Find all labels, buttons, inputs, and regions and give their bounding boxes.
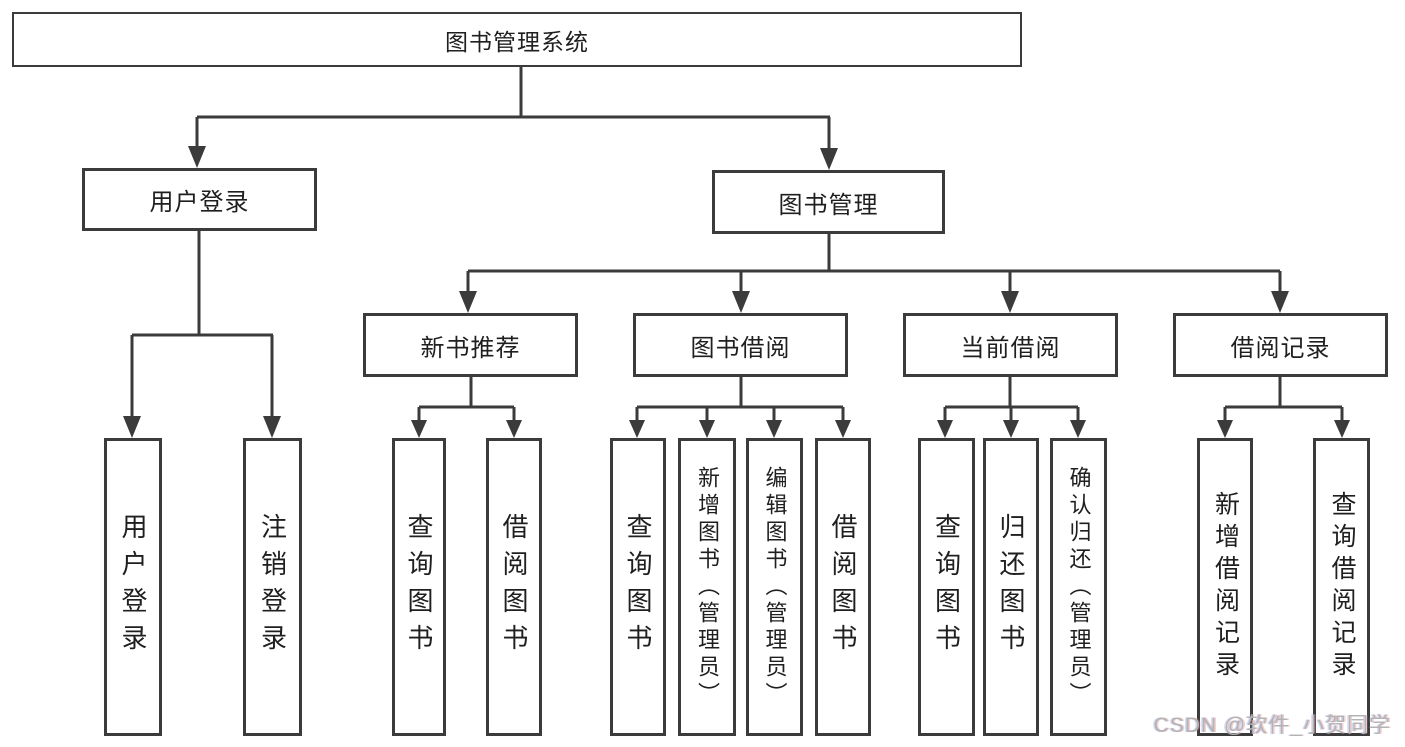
node-new-book-recommend: 新书推荐 — [363, 313, 578, 377]
node-user-login-group: 用户登录 — [82, 168, 317, 231]
node-confirm-return-admin: 确认归还（管理员） — [1050, 438, 1107, 736]
node-label: 编辑图书（管理员） — [762, 465, 788, 709]
node-user-login: 用户登录 — [104, 438, 162, 736]
node-label: 用户登录 — [149, 189, 250, 216]
node-book-borrowing: 图书借阅 — [633, 313, 848, 377]
node-label: 当前借阅 — [960, 334, 1061, 362]
node-label: 借阅图书 — [499, 513, 529, 661]
node-label: 查询图书 — [931, 513, 962, 661]
node-label: 图书管理 — [778, 191, 879, 219]
node-logout: 注销登录 — [243, 438, 302, 736]
node-label: 新增图书（管理员） — [695, 465, 720, 709]
node-borrowing-records: 借阅记录 — [1173, 313, 1388, 377]
node-borrow-books-recommend: 借阅图书 — [486, 438, 542, 736]
node-query-books-borrowing: 查询图书 — [610, 438, 666, 736]
node-label: 图书借阅 — [690, 334, 791, 362]
node-query-borrow-record: 查询借阅记录 — [1313, 438, 1370, 736]
connector-path — [130, 66, 1344, 424]
node-label: 图书管理系统 — [445, 28, 589, 55]
node-label: 注销登录 — [257, 513, 288, 661]
csdn-watermark: CSDN @软件_小贺同学 — [1153, 714, 1391, 737]
node-borrow-books: 借阅图书 — [815, 438, 871, 736]
node-label: 确认归还（管理员） — [1066, 465, 1092, 709]
node-label: 查询图书 — [404, 513, 434, 661]
node-add-book-admin: 新增图书（管理员） — [678, 438, 736, 736]
node-label: 查询借阅记录 — [1328, 491, 1356, 683]
node-edit-book-admin: 编辑图书（管理员） — [746, 438, 803, 736]
arrowheads — [123, 146, 1350, 438]
node-library-system: 图书管理系统 — [12, 12, 1022, 67]
node-label: 借阅记录 — [1230, 334, 1331, 362]
node-return-book: 归还图书 — [983, 438, 1039, 736]
node-label: 新书推荐 — [420, 334, 521, 362]
node-label: 新增借阅记录 — [1211, 491, 1240, 683]
node-book-management-group: 图书管理 — [712, 170, 945, 234]
node-current-borrowing: 当前借阅 — [903, 313, 1118, 377]
node-label: 借阅图书 — [828, 513, 858, 661]
node-label: 用户登录 — [118, 513, 148, 661]
node-query-books-recommend: 查询图书 — [392, 438, 446, 736]
node-label: 查询图书 — [623, 513, 653, 661]
node-add-borrow-record: 新增借阅记录 — [1197, 438, 1253, 736]
node-label: 归还图书 — [996, 513, 1026, 661]
node-query-books-current: 查询图书 — [918, 438, 975, 736]
